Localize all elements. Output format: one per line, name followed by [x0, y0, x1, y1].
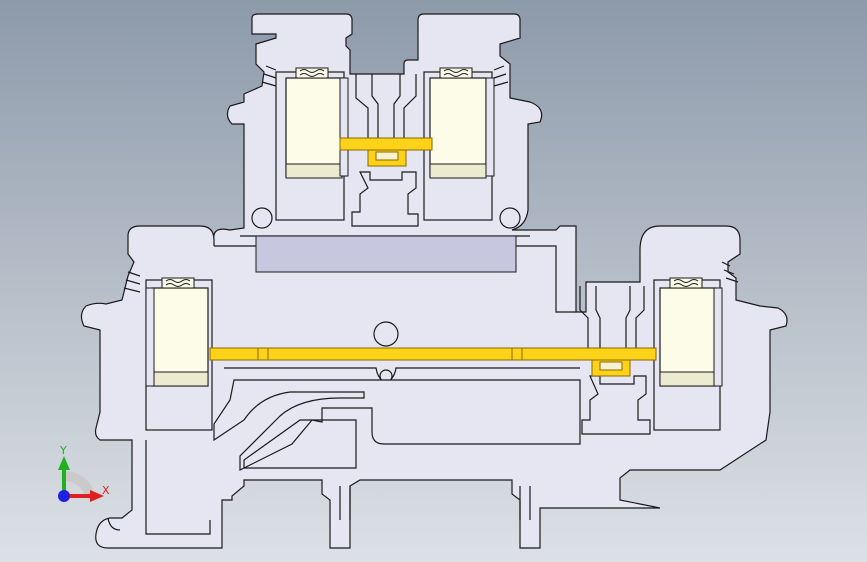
upper-right-clamp-lower	[429, 163, 487, 179]
lower-left-clamp-body	[151, 287, 209, 387]
lower-busbar-nut-slot	[599, 361, 623, 371]
x-axis-label: X	[102, 484, 110, 497]
lower-tier-interior	[145, 277, 723, 435]
lower-left-clamp-strip	[145, 287, 155, 387]
upper-wire-channel	[355, 74, 417, 140]
lower-left-serration	[123, 271, 141, 293]
lower-left-screw-thread	[165, 279, 191, 287]
din-rail-foot	[107, 379, 581, 535]
foot-slot	[213, 379, 581, 471]
grip-serrations	[123, 65, 739, 293]
upper-busbar-nut-slot	[375, 151, 399, 161]
upper-tier-recess	[255, 235, 517, 273]
lower-right-clamp-body	[659, 287, 717, 387]
upper-tier-interior	[251, 67, 521, 229]
y-axis-arrow-head	[58, 456, 70, 470]
upper-left-serration	[261, 65, 277, 87]
z-axis-dot-icon	[58, 490, 70, 502]
x-axis-arrow-head	[90, 490, 104, 502]
lower-left-clamp-lower	[151, 371, 209, 387]
lower-channel-plug	[581, 375, 651, 435]
upper-right-clamp-strip	[485, 77, 495, 177]
upper-busbar	[339, 137, 433, 151]
lower-busbar-joints	[257, 348, 523, 360]
upper-left-clamp-body	[285, 77, 343, 177]
y-axis-label: Y	[59, 444, 67, 457]
lower-wire-channel	[579, 286, 645, 352]
upper-right-serration	[493, 65, 509, 87]
triad-rotation-arc	[63, 471, 95, 498]
lower-right-screw-thread	[673, 279, 699, 287]
upper-left-clamp-lower	[285, 163, 343, 179]
upper-left-clamp-strip	[339, 77, 349, 177]
upper-right-hole	[499, 207, 521, 229]
lower-right-clamp-strip	[713, 287, 723, 387]
lower-center-hole	[373, 321, 399, 347]
lower-busbar	[209, 347, 657, 361]
lower-right-serration	[721, 261, 739, 283]
coordinate-triad: Y X	[58, 444, 110, 502]
upper-right-screw-thread	[443, 69, 469, 77]
upper-right-clamp-body	[429, 77, 487, 177]
clip-hook-left	[107, 440, 211, 535]
upper-left-screw-thread	[299, 69, 325, 77]
foot-inner-slot	[243, 419, 357, 469]
upper-channel-plug	[351, 171, 419, 227]
upper-left-hole	[251, 207, 273, 229]
lower-right-clamp-lower	[659, 371, 717, 387]
clip-hook-center	[339, 486, 531, 520]
